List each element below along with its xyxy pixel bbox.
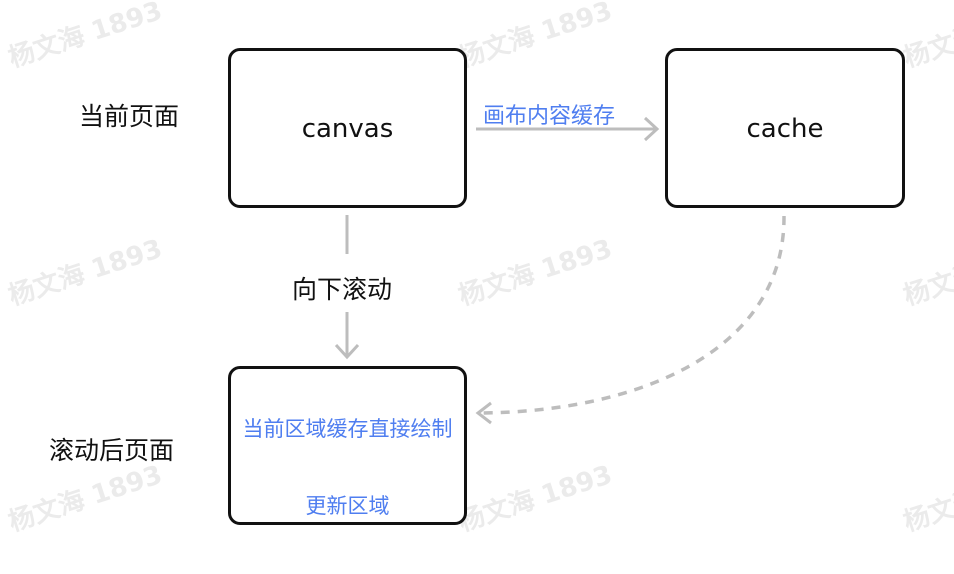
- update-region-label: 更新区域: [305, 494, 390, 518]
- edge-label-canvas-to-cache: 画布内容缓存: [483, 104, 616, 129]
- label-after-scroll-page: 滚动后页面: [49, 436, 175, 465]
- cache-box: cache: [665, 48, 905, 208]
- label-current-page: 当前页面: [79, 102, 180, 131]
- canvas-box-label: canvas: [301, 114, 394, 144]
- arrow-cache-to-region: [479, 215, 786, 415]
- edge-label-scroll-down: 向下滚动: [292, 275, 393, 304]
- cached-region-label: 当前区域缓存直接绘制: [242, 417, 453, 441]
- arrow-canvas-to-cache-head: [643, 116, 660, 142]
- after-scroll-box: 当前区域缓存直接绘制 更新区域: [228, 366, 467, 525]
- arrow-cache-to-region-head: [475, 401, 492, 425]
- cache-box-label: cache: [746, 114, 824, 144]
- arrow-scroll-head: [334, 343, 360, 360]
- canvas-box: canvas: [228, 48, 467, 208]
